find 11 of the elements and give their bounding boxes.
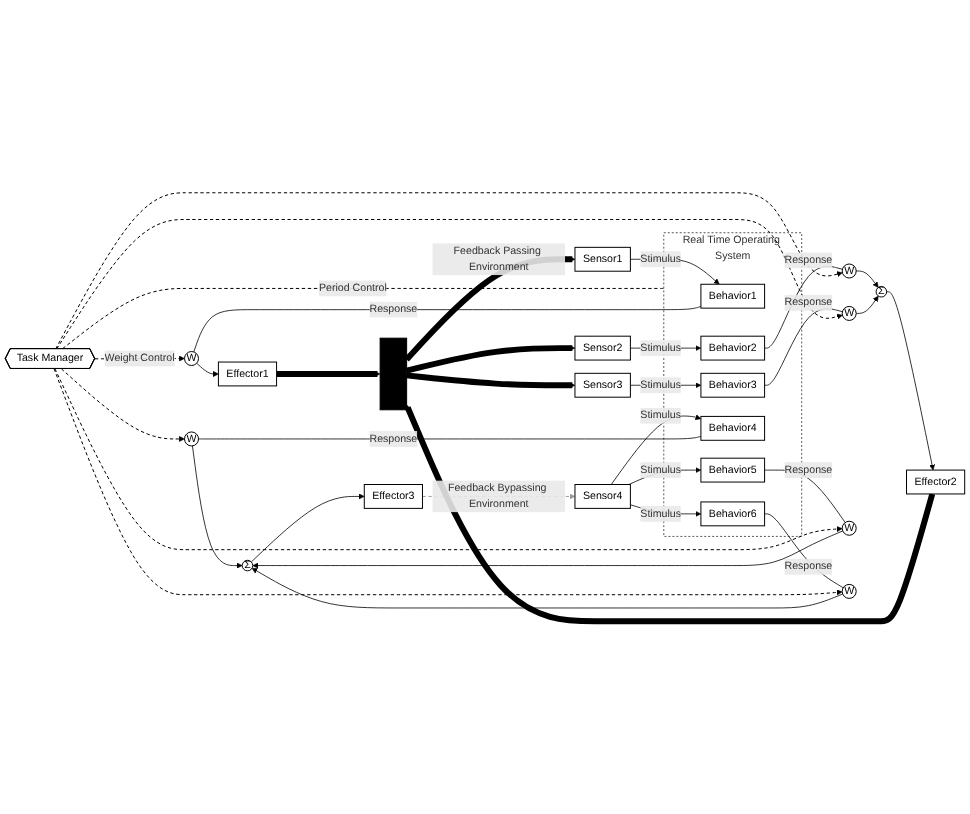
connector xyxy=(62,287,665,350)
arrow xyxy=(276,371,381,377)
connector xyxy=(764,469,846,523)
arrow xyxy=(406,372,576,389)
arrow xyxy=(405,345,576,374)
connector xyxy=(764,308,843,386)
connector xyxy=(198,436,702,440)
arrow xyxy=(404,404,936,625)
connector xyxy=(764,513,844,589)
node-box xyxy=(379,337,408,411)
connector xyxy=(764,266,843,349)
